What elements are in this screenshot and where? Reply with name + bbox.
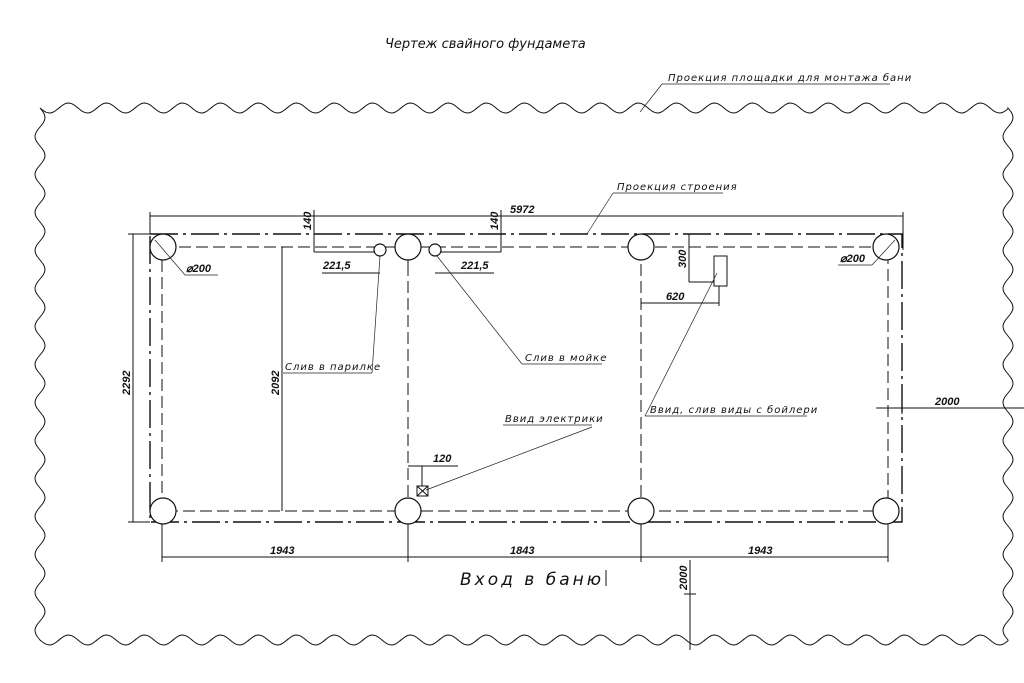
dim-boiler-620: 620	[666, 291, 685, 303]
drain-washroom-label: Слив в мойке	[525, 353, 607, 364]
dim-221-right: 221,5	[460, 260, 489, 272]
pile-diameter-right: ⌀200	[840, 253, 866, 265]
pile	[394, 497, 422, 525]
dim-span-1: 1943	[270, 545, 294, 557]
dim-221-left: 221,5	[322, 260, 351, 272]
piles	[149, 233, 900, 525]
dim-span-3: 1943	[748, 545, 772, 557]
electric-input-box	[416, 485, 429, 497]
site-boundary	[34, 102, 1014, 646]
drawing-title: Чертеж свайного фундамета	[385, 37, 586, 52]
dim-margin-right: 2000	[934, 396, 960, 408]
building-outline	[149, 233, 903, 523]
drain-hole	[428, 243, 442, 257]
boiler-water-label: Ввид, слив виды с бойлери	[650, 404, 818, 416]
dim-span-2: 1843	[510, 545, 534, 557]
dim-margin-front: 2000	[678, 565, 690, 591]
pile	[149, 233, 177, 261]
pile-diameter-left: ⌀200	[186, 263, 212, 275]
drain-steam-room-label: Слив в парилке	[285, 362, 381, 373]
site-projection-label: Проекция площадки для монтажа бани	[668, 72, 912, 84]
pile	[872, 233, 900, 261]
site-leader	[639, 83, 663, 113]
pile	[149, 497, 177, 525]
dim-total-width: 2292	[121, 371, 133, 396]
entrance-label: Вход в баню	[460, 570, 604, 590]
pile	[627, 233, 655, 261]
drain-hole	[373, 243, 387, 257]
pile	[627, 497, 655, 525]
dim-inner-width: 2092	[270, 371, 282, 396]
dim-140-right: 140	[489, 211, 501, 230]
boiler-input-box	[713, 255, 728, 287]
pile	[872, 497, 900, 525]
electric-input-label: Ввид электрики	[505, 414, 604, 425]
dim-electric-120: 120	[433, 453, 452, 465]
dim-140-left: 140	[302, 211, 314, 230]
dim-boiler-300: 300	[677, 249, 689, 268]
dim-total-length: 5972	[510, 204, 534, 216]
pile-axis-outline	[161, 246, 889, 512]
pile	[394, 233, 422, 261]
building-projection-label: Проекция строения	[617, 182, 738, 193]
